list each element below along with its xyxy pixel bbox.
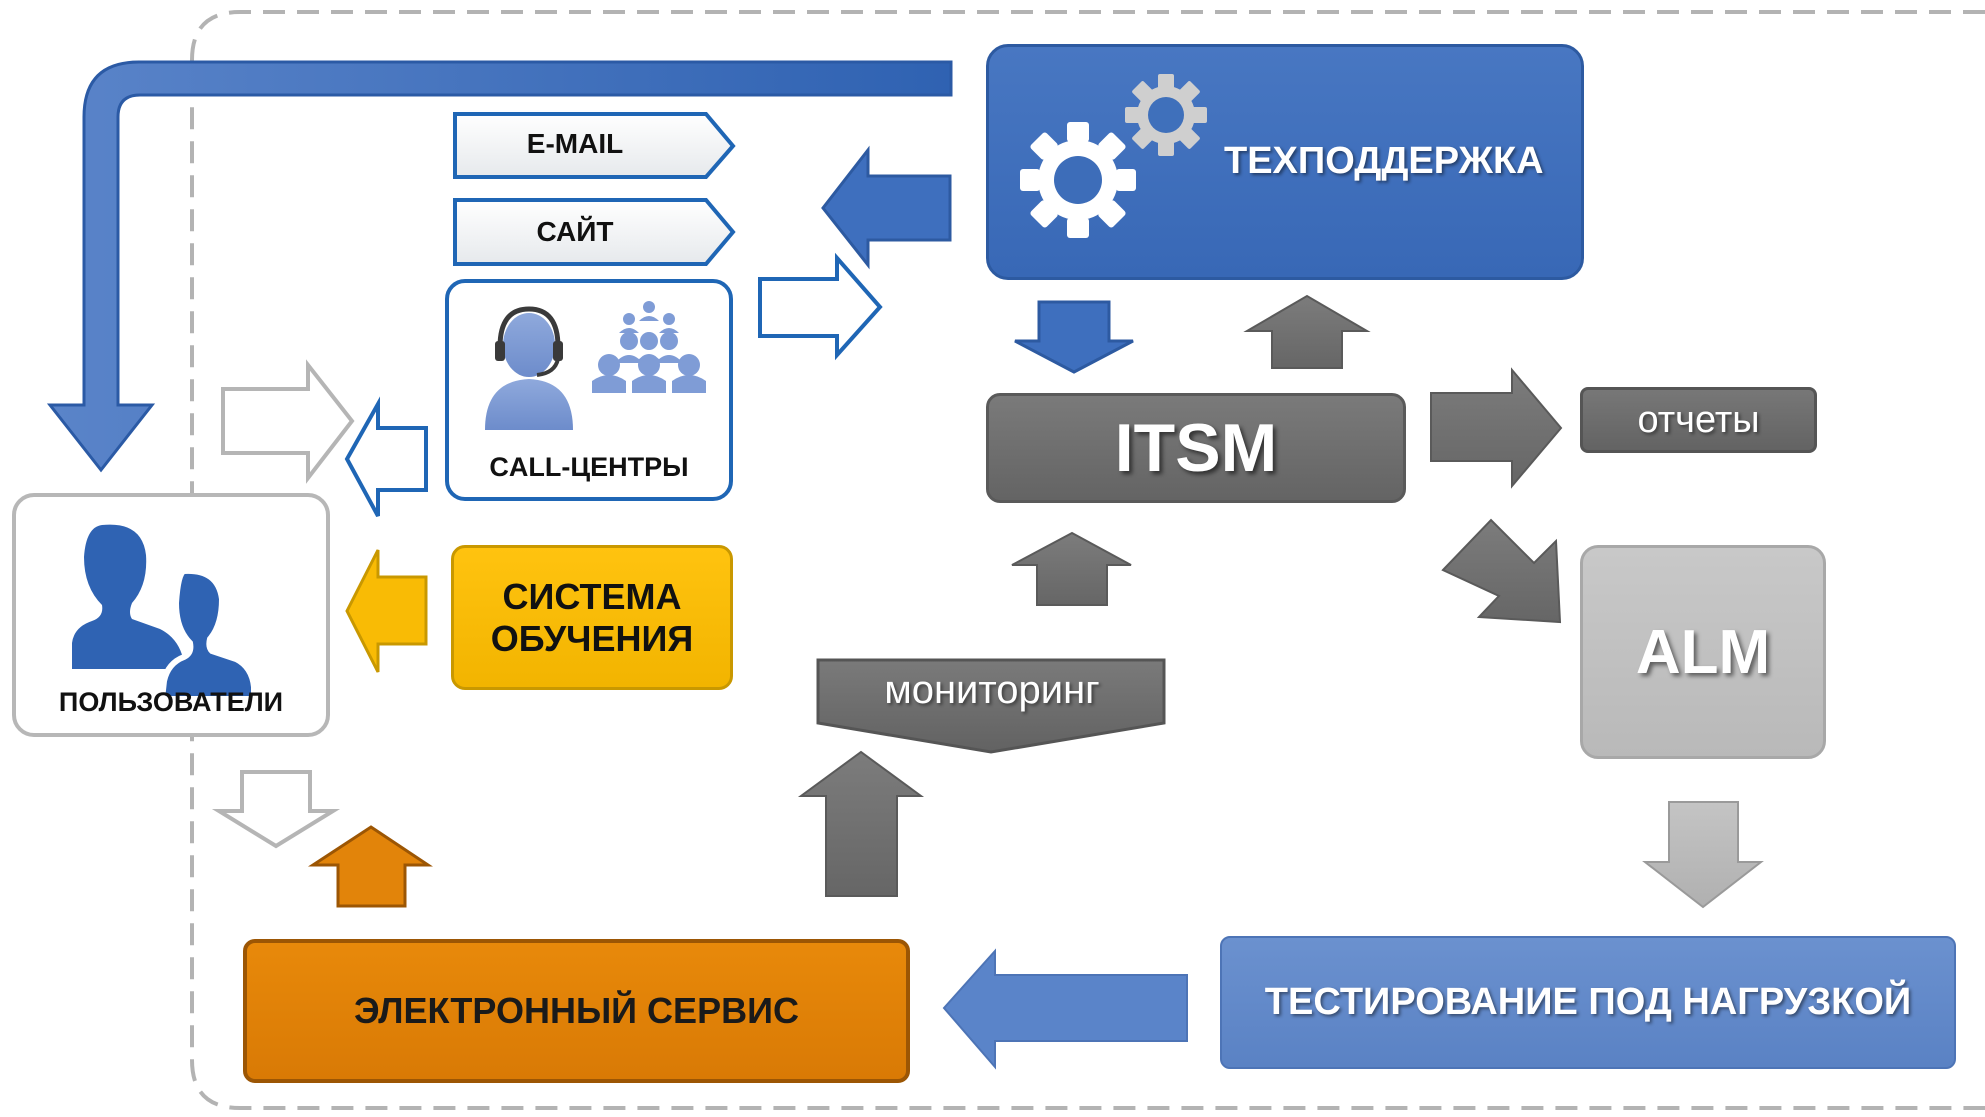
gear-icon [1020,74,1207,238]
arrow-callcenter-to-techsupport [758,252,883,361]
arrow-monitoring-to-itsm [1011,531,1132,606]
arrow-alm-to-testing [1642,801,1764,909]
monitoring-label: мониторинг [884,668,1100,712]
load-testing-box: ТЕСТИРОВАНИЕ ПОД НАГРУЗКОЙ [1220,936,1956,1069]
arrow-itsm-to-alm [1441,518,1562,624]
email-label: E-MAIL [526,128,624,159]
techsupport-box [986,44,1584,280]
site-tag [453,198,736,266]
learning-system-line1: СИСТЕМА [502,575,682,617]
e-service-box: ЭЛЕКТРОННЫЙ СЕРВИС [243,939,910,1083]
operator-headset-icon [485,306,573,430]
arrow-users-to-channels [221,359,355,484]
learning-system-line2: ОБУЧЕНИЯ [490,617,694,659]
arrow-learning-to-users [345,549,428,673]
arrow-itsm-to-reports [1430,367,1563,489]
call-center-label: CALL-ЦЕНТРЫ [489,452,689,482]
arrow-eservice-to-users [307,825,433,908]
email-tag [453,112,736,179]
arrow-users-to-eservice [211,770,341,849]
reports-box: отчеты [1580,387,1817,453]
call-center-box [445,279,733,501]
alm-box: ALM [1580,545,1826,759]
arrow-techsupport-to-itsm [1014,300,1134,374]
monitoring-shape [816,658,1166,754]
users-label: ПОЛЬЗОВАТЕЛИ [58,687,284,717]
techsupport-label: ТЕХПОДДЕРЖКА [1224,140,1544,182]
site-label: САЙТ [536,216,614,247]
arrow-testing-to-eservice [942,948,1188,1070]
team-icon [592,301,706,393]
users-icon [72,524,257,702]
users-box [12,493,330,737]
arrow-techsupport-to-channels [821,145,952,270]
arrow-callcenter-to-users [344,396,428,517]
arrow-itsm-to-techsupport [1243,294,1371,369]
learning-system-box: СИСТЕМА ОБУЧЕНИЯ [451,545,733,690]
arrow-techsupport-to-users [46,60,953,473]
itsm-box: ITSM [986,393,1406,503]
arrow-eservice-to-monitoring [797,750,925,897]
